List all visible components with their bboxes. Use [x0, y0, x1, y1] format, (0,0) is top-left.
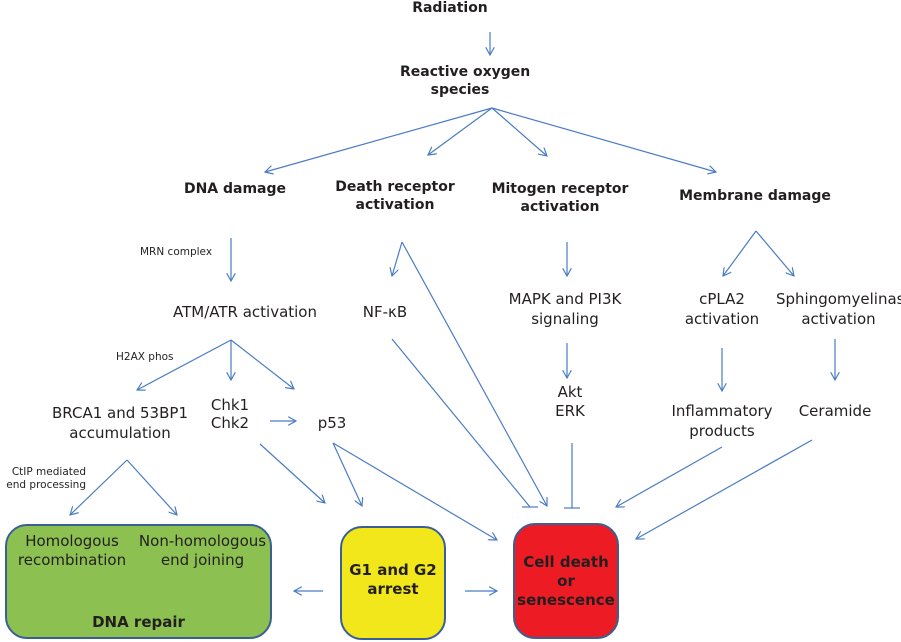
node-death-receptor-line2: activation: [355, 197, 435, 213]
label-mrn-complex: MRN complex: [140, 246, 213, 258]
hr-line1: Homologous: [25, 532, 119, 550]
edge-ceramide-celldeath: [636, 439, 813, 539]
edge-nfkb-celldeath: [391, 338, 531, 508]
edge-ros-mitogen: [491, 107, 547, 156]
label-h2ax-phos: H2AX phos: [116, 351, 174, 363]
hr-line2: recombination: [17, 551, 127, 569]
node-mapk-line1: MAPK and PI3K: [508, 290, 622, 308]
cell-death-line3: senescence: [517, 591, 615, 609]
node-cpla2-line1: cPLA2: [699, 290, 745, 308]
edge-inflam-celldeath: [616, 446, 723, 507]
cell-death-line2: or: [557, 572, 575, 590]
edge-membrane-cpla2: [723, 230, 757, 276]
edge-chk-arrest: [259, 443, 325, 503]
edge-brca-nhej: [126, 459, 177, 515]
node-radiation: Radiation: [412, 0, 488, 16]
node-erk: ERK: [555, 402, 585, 420]
nhej-line1: Non-homologous: [138, 532, 267, 550]
arrest-line1: G1 and G2: [349, 561, 437, 579]
node-mitogen-line2: activation: [520, 199, 600, 215]
arrest-box: G1 and G2 arrest: [340, 526, 446, 640]
node-atm-atr: ATM/ATR activation: [173, 303, 317, 321]
dna-repair-box: Homologous recombination Non-homologous …: [5, 524, 272, 639]
node-sphingo-line1: Sphingomyelinase: [776, 290, 901, 308]
edge-atm-brca: [137, 339, 232, 390]
node-brca-line1: BRCA1 and 53BP1: [52, 404, 188, 422]
cell-death-box: Cell death or senescence: [513, 523, 619, 639]
arrest-line2: arrest: [367, 580, 419, 598]
edge-ros-death: [428, 107, 493, 155]
edge-atm-p53: [230, 339, 294, 389]
edge-p53-arrest: [332, 442, 362, 506]
edge-p53-celldeath: [332, 442, 497, 540]
node-inflam-line1: Inflammatory: [671, 402, 773, 420]
node-chk1: Chk1: [210, 396, 250, 414]
nhej-line2: end joining: [160, 551, 245, 569]
cell-death-line1: Cell death: [523, 553, 609, 571]
edge-death-nfkb: [392, 241, 403, 276]
label-ctip-line1: CtIP mediated: [11, 466, 86, 478]
edge-brca-hr: [70, 459, 128, 515]
edge-ros-dna: [265, 107, 493, 172]
node-ros-line2: species: [430, 82, 490, 98]
node-chk2: Chk2: [210, 414, 250, 432]
node-membrane-damage: Membrane damage: [679, 188, 831, 204]
node-cpla2-line2: activation: [684, 310, 760, 328]
dna-repair-title: DNA repair: [92, 613, 185, 631]
edge-death-celldeath: [401, 241, 547, 506]
node-sphingo-line2: activation: [801, 310, 876, 328]
node-inflam-line2: products: [689, 422, 755, 440]
node-death-receptor-line1: Death receptor: [335, 179, 455, 195]
edge-ros-membrane: [491, 107, 716, 172]
edge-membrane-sphingo: [755, 230, 794, 276]
node-brca-line2: accumulation: [69, 424, 171, 442]
node-p53: p53: [317, 414, 347, 432]
node-nfkb: NF-κB: [362, 303, 408, 321]
label-ctip-line2: end processing: [6, 479, 86, 491]
node-mitogen-line1: Mitogen receptor: [491, 181, 629, 197]
node-dna-damage: DNA damage: [183, 181, 287, 197]
node-ros-line1: Reactive oxygen: [400, 64, 531, 80]
node-akt: Akt: [557, 383, 583, 401]
node-mapk-line2: signaling: [531, 310, 599, 328]
node-ceramide: Ceramide: [798, 402, 872, 420]
